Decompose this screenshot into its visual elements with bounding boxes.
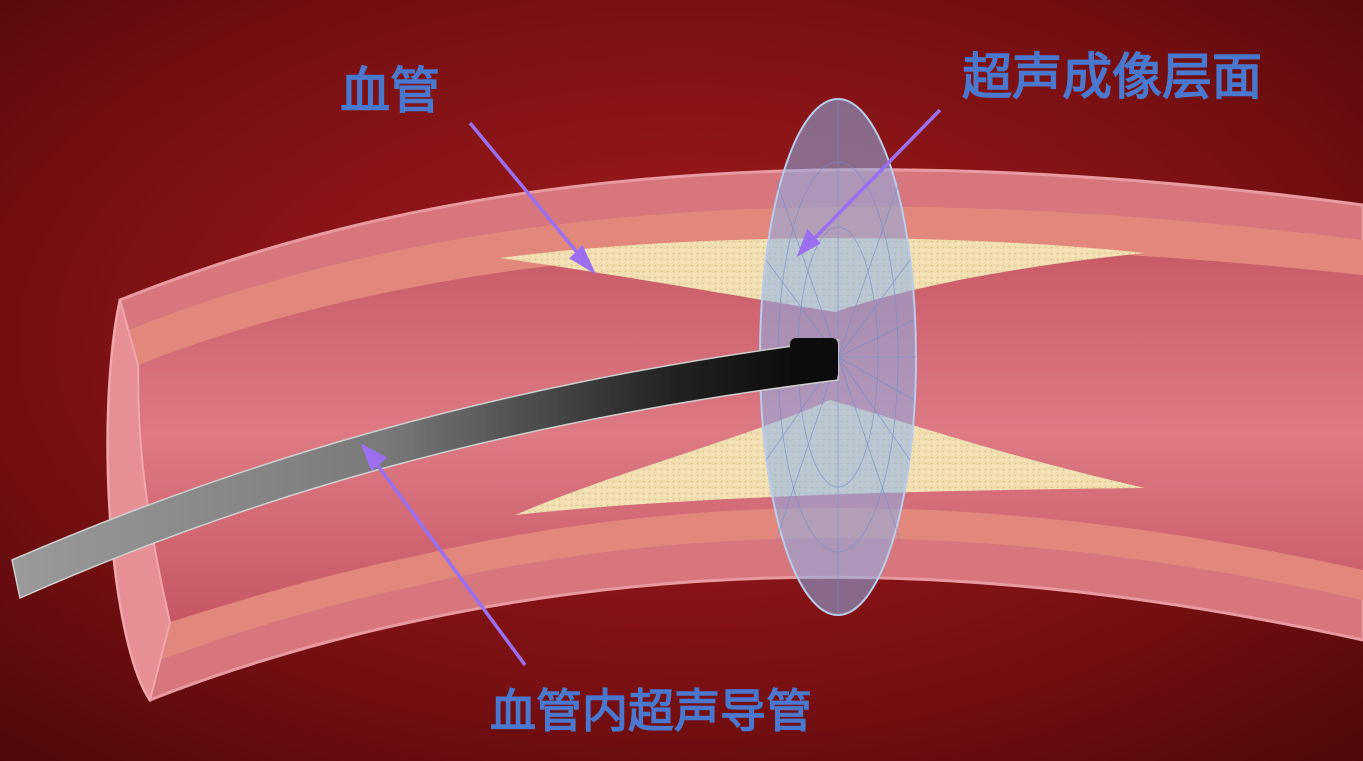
arrow-catheter (368, 453, 527, 667)
arrow-imaging-plane-head (796, 228, 821, 257)
catheter-tip (790, 338, 838, 380)
label-vessel: 血管 (340, 61, 440, 120)
arrow-vessel-head (569, 244, 596, 275)
arrow-catheter-head (360, 443, 388, 471)
arrow-vessel (468, 121, 587, 264)
label-ivus-catheter: 血管内超声导管 (490, 684, 812, 738)
annotation-arrows (360, 108, 942, 667)
arrow-imaging-plane (806, 108, 942, 247)
ivus-catheter (11, 339, 839, 600)
vessel-open-end (106, 299, 172, 703)
label-imaging-plane: 超声成像层面 (962, 47, 1262, 106)
